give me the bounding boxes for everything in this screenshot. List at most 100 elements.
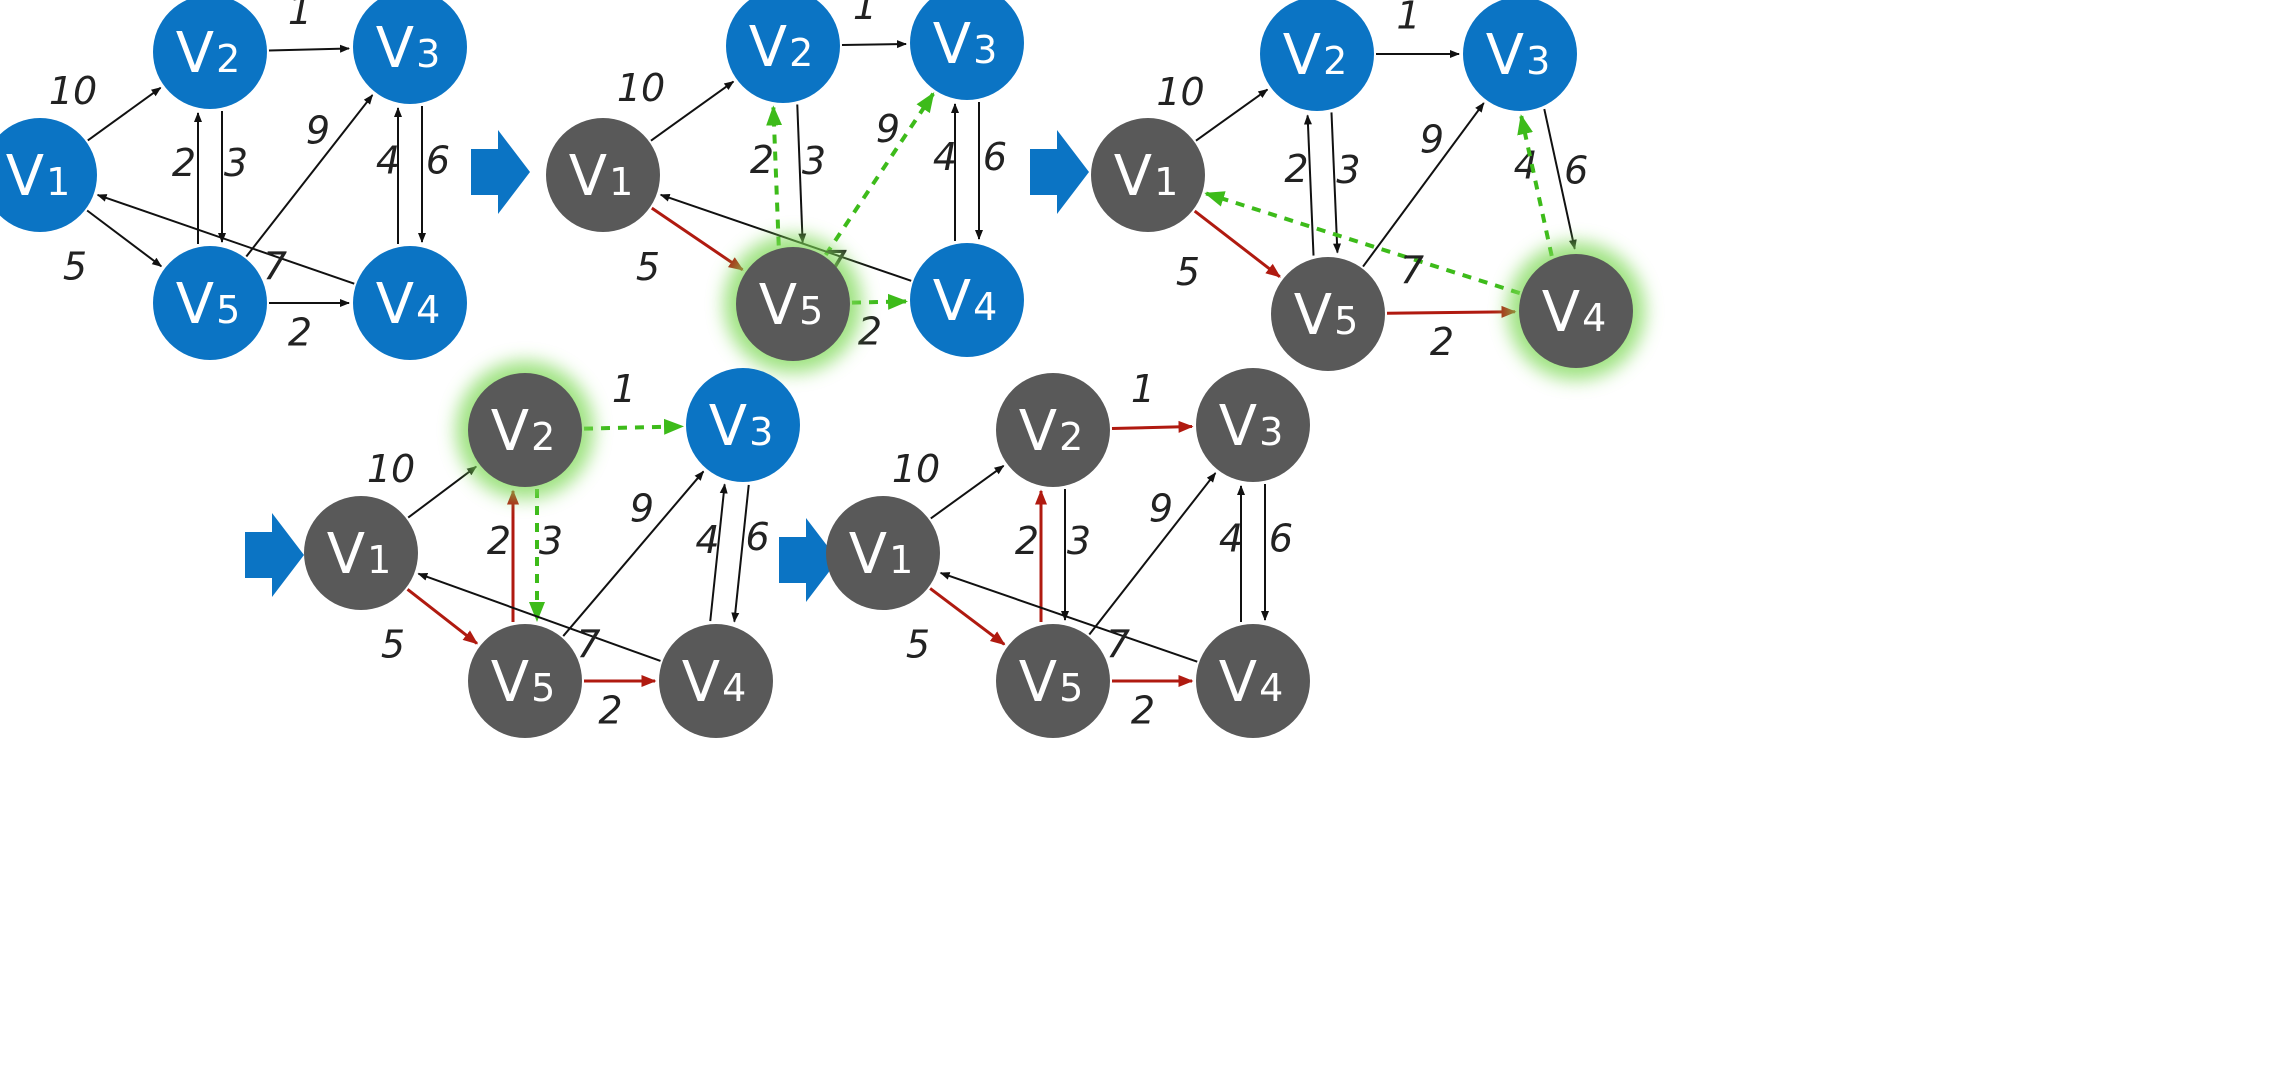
edge-v5-v2-step-3 [1303, 114, 1315, 256]
node-subscript: 2 [1323, 39, 1347, 83]
node-letter: V [491, 650, 529, 715]
node-v5-step-2 [736, 247, 850, 361]
edge-v2-v3-step-2 [841, 40, 908, 49]
edge-v1-v5-step-4 [406, 588, 479, 645]
step-arrow-1 [471, 130, 530, 214]
edge-v1-v5-step-2 [650, 206, 744, 271]
node-v2-step-5 [996, 373, 1110, 487]
node-v1-step-3 [1091, 118, 1205, 232]
node-letter: V [1114, 144, 1152, 209]
node-subscript: 5 [216, 288, 240, 332]
node-v2-step-4 [468, 373, 582, 487]
node-label-v4-step-1: V4 [376, 272, 441, 337]
edge-weight-v2-v3-step-4: 1 [612, 367, 636, 411]
node-subscript: 4 [416, 288, 440, 332]
node-letter: V [6, 144, 44, 209]
node-letter: V [749, 15, 787, 80]
edge-v5-v3-step-3 [1362, 102, 1485, 268]
step-arrow-3 [245, 513, 304, 597]
edge-v1-v2-step-2 [650, 80, 735, 142]
node-label-v1-step-4: V1 [327, 522, 392, 587]
node-subscript: 4 [973, 285, 997, 329]
step-arrow-4 [779, 518, 838, 602]
node-subscript: 2 [789, 31, 813, 75]
node-letter: V [176, 272, 214, 337]
node-v3-step-5 [1196, 368, 1310, 482]
edge-weight-v1-v5-step-3: 5 [1176, 250, 1200, 294]
edge-v3-v4-step-4 [731, 484, 750, 623]
node-subscript: 3 [1259, 410, 1283, 454]
node-v4-step-3 [1519, 254, 1633, 368]
edge-v4-v3-step-3 [1517, 114, 1554, 257]
node-v1-step-5 [826, 496, 940, 610]
node-letter: V [1219, 650, 1257, 715]
edge-v4-v1-step-5 [939, 571, 1198, 663]
node-v5-step-1 [153, 246, 267, 360]
node-subscript: 4 [1582, 296, 1606, 340]
edge-v1-v2-step-5 [930, 464, 1005, 520]
edge-weight-v2-v3-step-1: 1 [288, 0, 312, 33]
node-label-v5-step-2: V5 [759, 273, 824, 338]
edge-weight-v1-v2-step-3: 10 [1156, 70, 1204, 114]
node-label-v4-step-5: V4 [1219, 650, 1284, 715]
edge-v1-v5-step-3 [1193, 209, 1281, 278]
node-letter: V [933, 269, 971, 334]
node-letter: V [376, 16, 414, 81]
edge-weight-v4-v3-step-4: 6 [745, 515, 769, 559]
edge-weight-v1-v2-step-2: 10 [617, 66, 665, 110]
edge-weight-v5-v2-step-2: 3 [802, 139, 826, 183]
node-v1-step-1 [0, 118, 97, 232]
edge-weight-v5-v3-step-3: 9 [1420, 118, 1444, 162]
node-subscript: 1 [609, 160, 633, 204]
node-letter: V [1294, 283, 1332, 348]
edge-v4-v1-step-3 [1204, 191, 1521, 296]
node-label-v2-step-4: V2 [491, 399, 556, 464]
node-letter: V [569, 144, 607, 209]
node-label-v4-step-4: V4 [682, 650, 747, 715]
node-v5-step-5 [996, 624, 1110, 738]
node-subscript: 5 [1059, 666, 1083, 710]
node-letter: V [759, 273, 797, 338]
node-subscript: 4 [722, 666, 746, 710]
edge-weight-v3-v4-step-4: 4 [695, 518, 719, 562]
node-label-v3-step-3: V3 [1486, 23, 1551, 88]
node-v5-step-4 [468, 624, 582, 738]
edge-weight-v5-v3-step-2: 9 [876, 107, 900, 151]
node-v3-step-3 [1463, 0, 1577, 111]
node-letter: V [1019, 399, 1057, 464]
edge-v4-v1-step-4 [417, 572, 661, 662]
node-label-v3-step-2: V3 [933, 12, 998, 77]
edge-weight-v3-v4-step-1: 4 [376, 139, 400, 183]
node-subscript: 1 [367, 538, 391, 582]
edge-v5-v3-step-1 [245, 94, 374, 258]
edge-weight-v2-v3-step-5: 1 [1131, 367, 1155, 411]
edge-v5-v3-step-2 [824, 92, 935, 257]
edge-v2-v5-step-2 [796, 104, 807, 244]
edge-weight-v2-v5-step-2: 2 [750, 138, 774, 182]
node-v1-step-2 [546, 118, 660, 232]
edge-weight-v1-v5-step-2: 5 [636, 245, 660, 289]
node-subscript: 3 [973, 28, 997, 72]
edge-weight-v2-v5-step-1: 2 [172, 141, 196, 185]
node-v3-step-2 [910, 0, 1024, 100]
node-label-v3-step-4: V3 [709, 394, 774, 459]
edge-weight-v5-v4-step-2: 2 [858, 310, 882, 354]
edge-weight-v2-v5-step-5: 2 [1015, 519, 1039, 563]
edge-v5-v3-step-4 [562, 470, 705, 637]
edge-weight-v2-v5-step-3: 2 [1284, 147, 1308, 191]
node-label-v3-step-1: V3 [376, 16, 441, 81]
node-label-v2-step-5: V2 [1019, 399, 1084, 464]
node-v4-step-5 [1196, 624, 1310, 738]
edge-weight-v5-v2-step-5: 3 [1067, 519, 1091, 563]
node-label-v5-step-3: V5 [1294, 283, 1359, 348]
node-letter: V [176, 21, 214, 86]
edge-weight-v3-v4-step-2: 4 [933, 135, 957, 179]
node-letter: V [1019, 650, 1057, 715]
node-subscript: 3 [749, 410, 773, 454]
edge-weight-v4-v1-step-1: 7 [263, 245, 287, 289]
